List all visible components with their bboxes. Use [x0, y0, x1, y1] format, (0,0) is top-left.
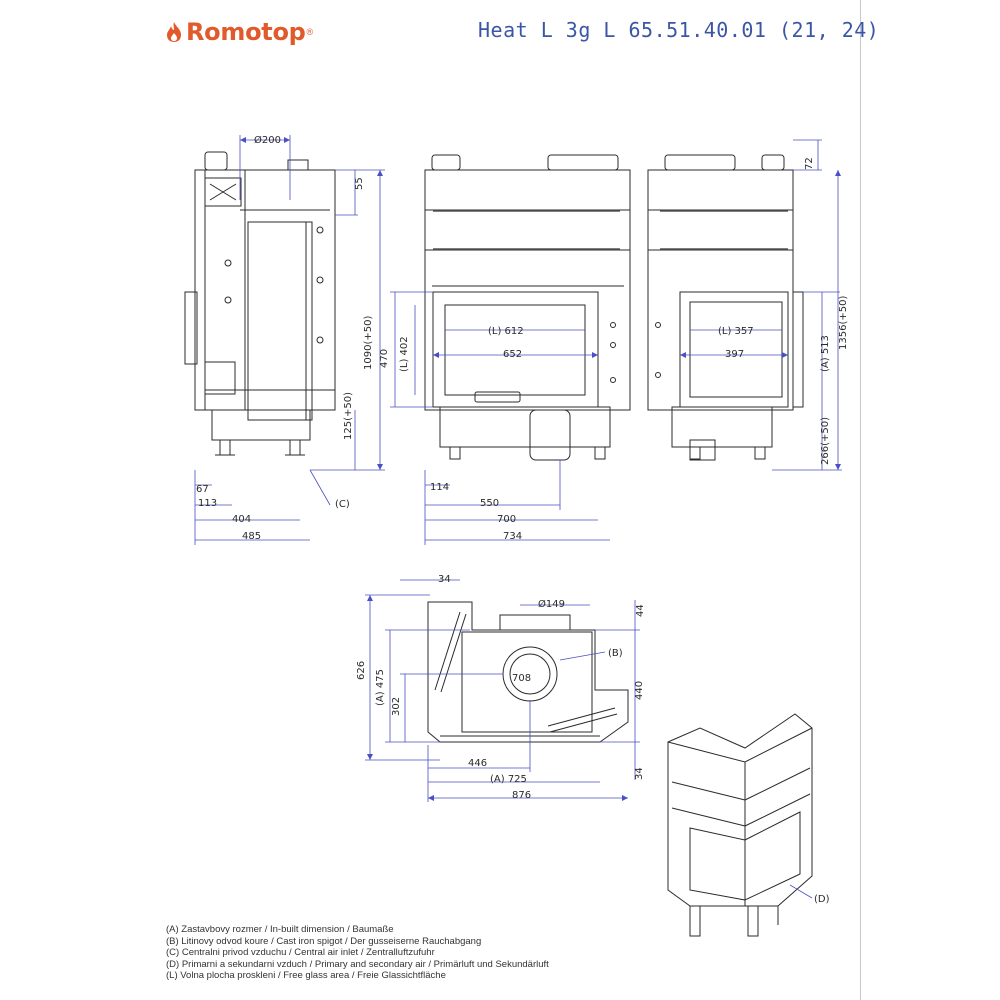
- dim-475: (A) 475: [375, 669, 386, 706]
- dim-67: 67: [196, 484, 209, 495]
- iso-body-outline: [667, 713, 813, 907]
- right-body-outline: [647, 169, 794, 411]
- dim-spigot: Ø149: [538, 598, 565, 610]
- dim-125: 125(+50): [343, 392, 354, 440]
- dim-513: (A) 513: [820, 335, 831, 372]
- dim-72: 72: [804, 157, 815, 170]
- iso-view: [667, 713, 813, 937]
- dim-1356: 1356(+50): [838, 296, 849, 350]
- dim-glass-height: (L) 402: [399, 336, 410, 372]
- legend-item: (C) Centralni privod vzduchu / Central a…: [166, 947, 435, 959]
- legend-item: (D) Primarni a sekundarni vzduch / Prima…: [166, 958, 549, 970]
- dim-397: 397: [725, 349, 744, 360]
- dim-446: 446: [468, 758, 487, 769]
- legend-item: (A) Zastavbovy rozmer / In-built dimensi…: [166, 924, 394, 935]
- dim-440: 440: [634, 681, 645, 700]
- brand-logo: Romotop ®: [166, 18, 313, 46]
- dim-626: 626: [356, 661, 367, 680]
- page-edge-line: [860, 0, 861, 1000]
- plan-body-outline: [427, 601, 629, 743]
- dim-725: (A) 725: [490, 774, 527, 785]
- registered-mark: ®: [306, 27, 314, 37]
- dim-114: 114: [430, 482, 449, 493]
- dim-485: 485: [242, 531, 261, 542]
- right-view: [647, 154, 804, 461]
- dim-550: 550: [480, 498, 499, 509]
- legend-item: (B) Litinovy odvod koure / Cast iron spi…: [166, 935, 482, 947]
- dim-flue-diameter: Ø200: [254, 134, 281, 146]
- dim-266: 266(+50): [820, 417, 831, 465]
- dim-302: 302: [391, 697, 402, 716]
- front-view: [424, 154, 631, 461]
- brand-name: Romotop: [186, 18, 306, 46]
- dim-glass-width-right: (L) 357: [718, 326, 754, 337]
- front-body-outline: [424, 169, 631, 411]
- dim-652: 652: [503, 349, 522, 360]
- dim-404: 404: [232, 514, 251, 525]
- plan-view: [427, 601, 629, 743]
- flame-icon: [167, 22, 181, 42]
- dim-113: 113: [198, 498, 217, 509]
- legend: (A) Zastavbovy rozmer / In-built dimensi…: [166, 924, 549, 982]
- model-designation: Heat L 3g L 65.51.40.01 (21, 24): [478, 18, 880, 42]
- callout-b: (B): [608, 648, 623, 659]
- dim-1090: 1090(+50): [363, 316, 374, 370]
- dim-470: 470: [379, 349, 390, 368]
- dim-876: 876: [512, 790, 531, 801]
- dim-glass-width-front: (L) 612: [488, 326, 524, 337]
- dim-44: 44: [635, 604, 646, 617]
- legend-item: (L) Volna plocha proskleni / Free glass …: [166, 970, 446, 982]
- dim-55: 55: [354, 177, 365, 190]
- dim-34-top: 34: [438, 574, 451, 585]
- dim-34-bottom: 34: [634, 767, 645, 780]
- dim-708: 708: [512, 673, 531, 684]
- dim-700: 700: [497, 514, 516, 525]
- dim-734: 734: [503, 531, 522, 542]
- callout-d: (D): [814, 894, 830, 905]
- side-view: [184, 151, 336, 456]
- callout-c: (C): [335, 499, 350, 510]
